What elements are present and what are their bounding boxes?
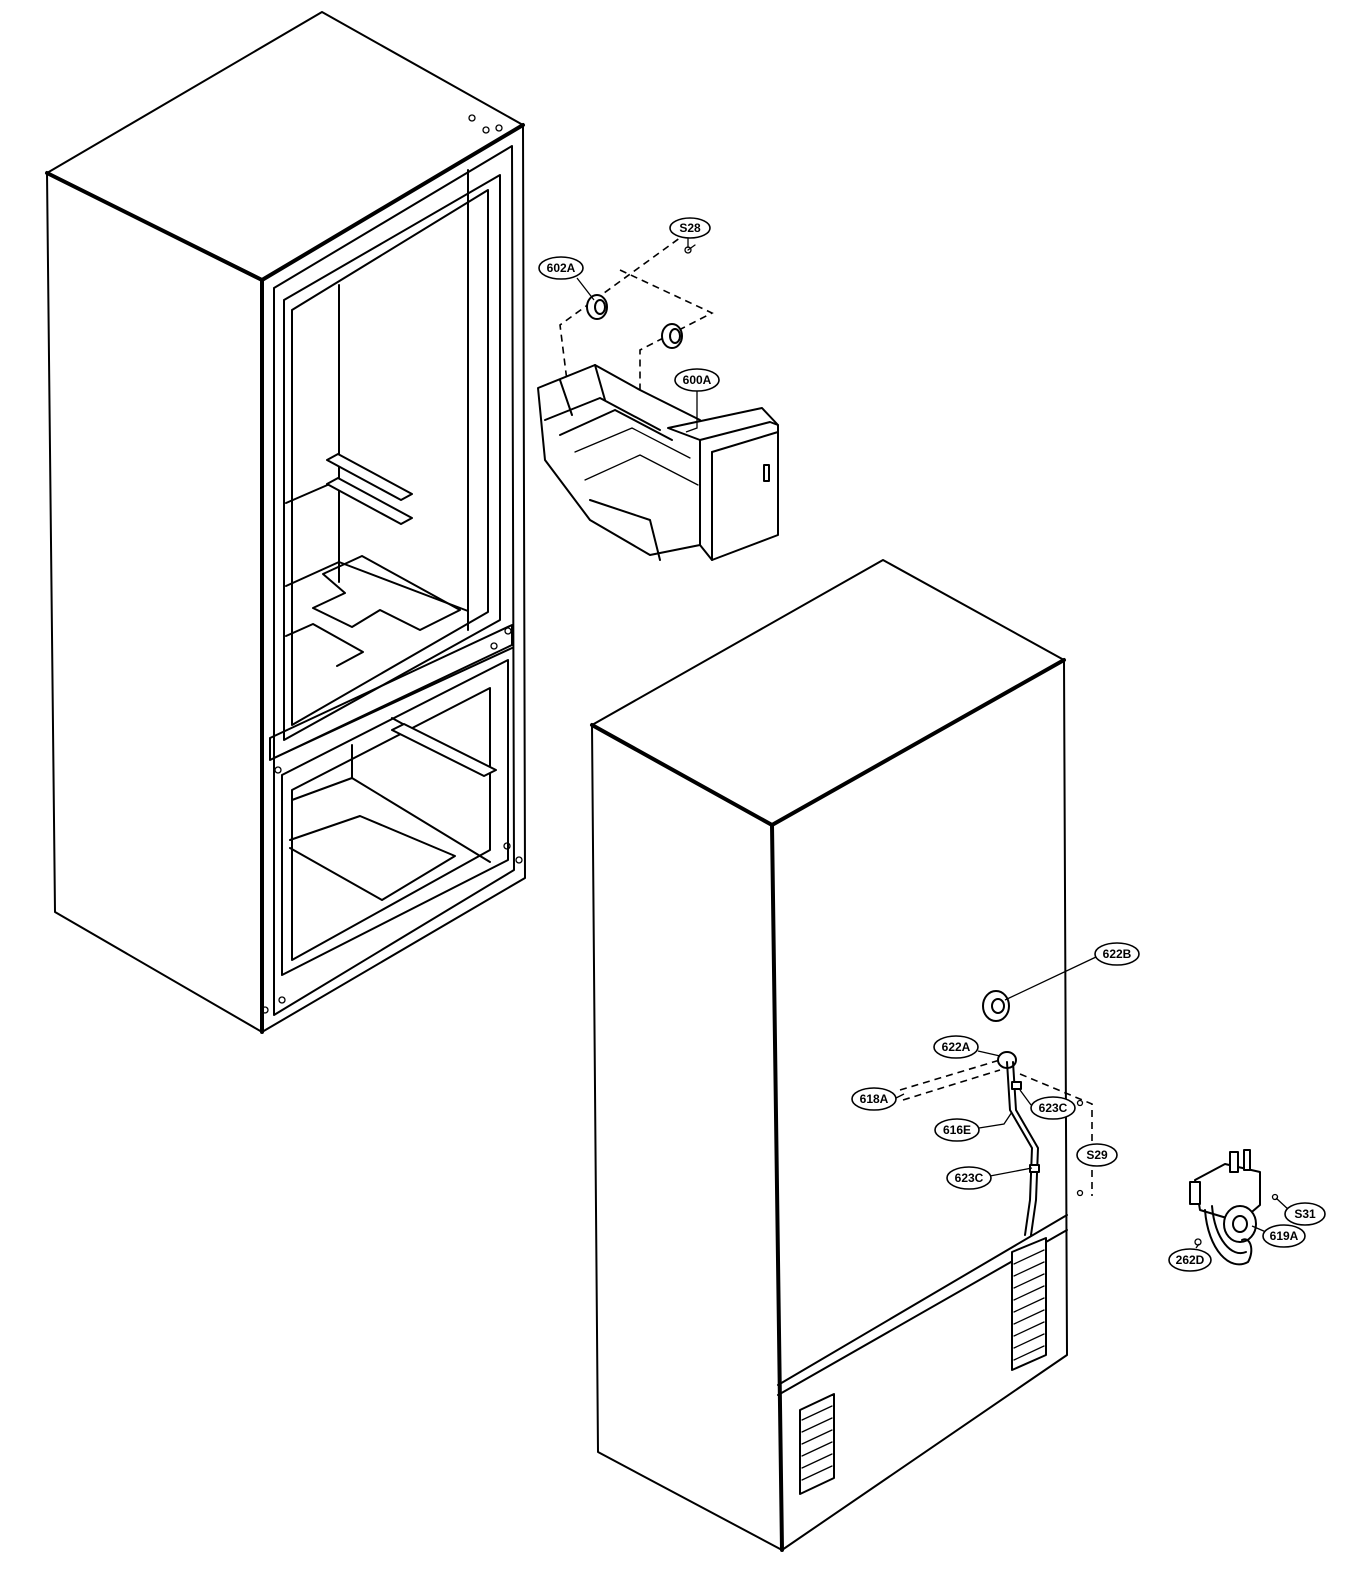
callout-618a: 618A	[851, 1087, 897, 1111]
water-valve-assembly	[1189, 1149, 1279, 1266]
vent-grill-right	[1011, 1237, 1047, 1371]
callout-602a: 602A	[538, 256, 584, 280]
callout-622b-label: 622B	[1103, 947, 1132, 961]
callout-s29: S29	[1076, 1143, 1118, 1167]
callout-s28-label: S28	[679, 221, 701, 235]
callout-619a: 619A	[1262, 1224, 1306, 1248]
callout-s31: S31	[1284, 1202, 1326, 1226]
callout-622a: 622A	[933, 1035, 979, 1059]
callout-s29-label: S29	[1086, 1148, 1108, 1162]
grommet-602a-left	[586, 294, 608, 320]
front-cabinet	[45, 11, 526, 1034]
callout-262d-label: 262D	[1176, 1253, 1205, 1267]
callout-616e: 616E	[934, 1118, 980, 1142]
callout-623c-top: 623C	[1030, 1096, 1076, 1120]
callout-619a-label: 619A	[1270, 1229, 1299, 1243]
callout-600a-label: 600A	[683, 373, 712, 387]
callout-622a-label: 622A	[942, 1040, 971, 1054]
vent-grill-left	[799, 1393, 835, 1495]
callout-618a-label: 618A	[860, 1092, 889, 1106]
callout-616e-label: 616E	[943, 1123, 971, 1137]
grommet-602a-right	[661, 323, 683, 349]
callout-s28: S28	[669, 217, 711, 239]
callout-262d: 262D	[1168, 1248, 1212, 1272]
ice-maker-assembly	[537, 231, 779, 561]
callout-600a: 600A	[674, 368, 720, 392]
water-tube-assembly	[899, 1051, 1093, 1236]
callout-s31-label: S31	[1294, 1207, 1316, 1221]
callout-622b: 622B	[1094, 942, 1140, 966]
callout-623c-bottom-label: 623C	[955, 1171, 984, 1185]
callout-623c-bottom: 623C	[946, 1166, 992, 1190]
rear-cabinet	[590, 559, 1093, 1552]
grommet-622b	[982, 990, 1010, 1022]
callout-602a-label: 602A	[547, 261, 576, 275]
callout-623c-top-label: 623C	[1039, 1101, 1068, 1115]
